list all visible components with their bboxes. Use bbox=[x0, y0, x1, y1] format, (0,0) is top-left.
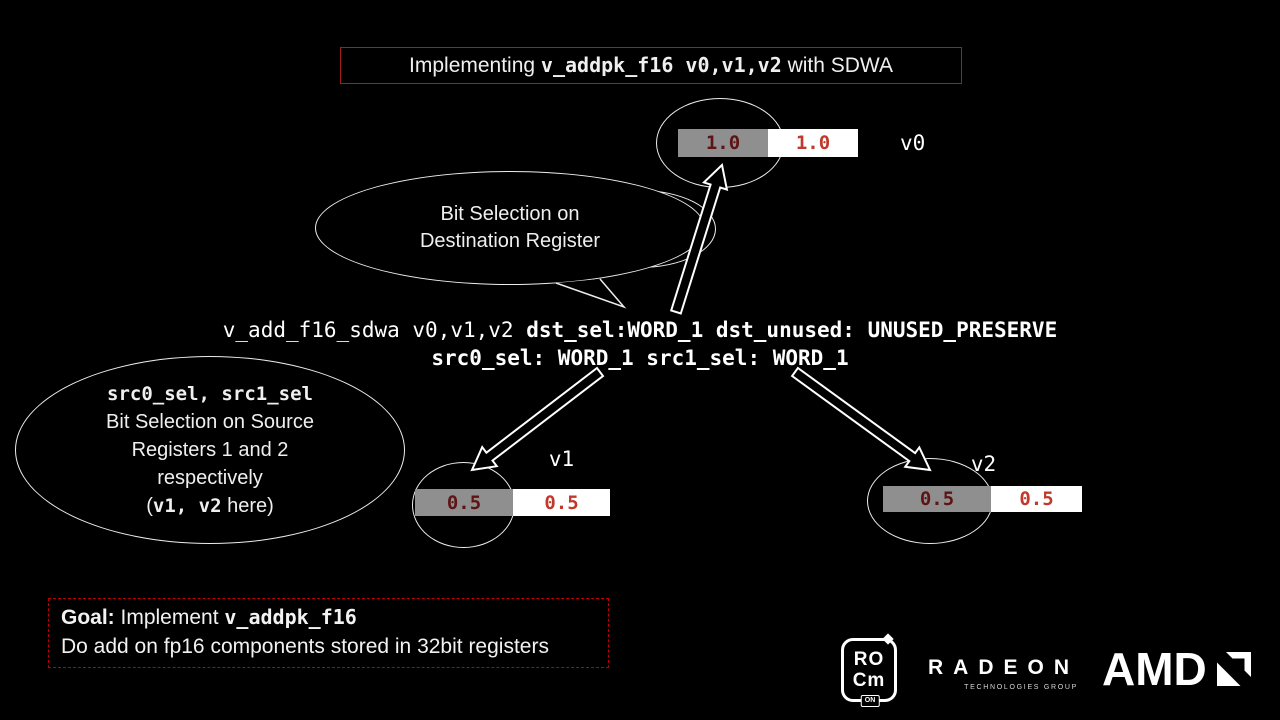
src-callout-line5-post: here) bbox=[221, 495, 274, 517]
src-callout-line3: Registers 1 and 2 bbox=[131, 439, 289, 461]
instruction-text: v_add_f16_sdwa v0,v1,v2 dst_sel:WORD_1 d… bbox=[0, 316, 1280, 372]
dst-callout-tail bbox=[555, 278, 627, 309]
rocm-logo-box: RO Cm bbox=[841, 638, 897, 702]
src-callout-line5-code: v1, v2 bbox=[152, 495, 222, 517]
goal-mid: Implement bbox=[114, 606, 225, 629]
title-pre: Implementing bbox=[409, 54, 541, 77]
goal-line2: Do add on fp16 components stored in 32bi… bbox=[61, 635, 549, 658]
goal-box: Goal: Implement v_addpk_f16 Do add on fp… bbox=[48, 598, 609, 668]
src-callout-line2: Bit Selection on Source bbox=[106, 411, 314, 433]
v0-word0-value: 1.0 bbox=[795, 132, 831, 154]
title-code: v_addpk_f16 v0,v1,v2 bbox=[540, 53, 782, 77]
v2-word0-value: 0.5 bbox=[1019, 488, 1054, 510]
v1-label: v1 bbox=[548, 447, 575, 471]
v2-word0-cell: 0.5 bbox=[991, 486, 1082, 512]
src-callout-code-line: src0_sel, src1_sel bbox=[107, 383, 313, 405]
v0-label: v0 bbox=[900, 131, 926, 155]
v2-label: v2 bbox=[970, 452, 997, 476]
v0-word1-cell: 1.0 bbox=[678, 129, 768, 157]
src-callout-line4: respectively bbox=[157, 467, 263, 489]
v2-word1-value: 0.5 bbox=[919, 488, 955, 510]
goal-line1: Goal: Implement v_addpk_f16 bbox=[61, 603, 608, 632]
instruction-line1-plain: v_add_f16_sdwa v0,v1,v2 bbox=[222, 318, 527, 342]
instruction-line2: src0_sel: WORD_1 src1_sel: WORD_1 bbox=[431, 346, 849, 370]
v1-word0-value: 0.5 bbox=[544, 491, 579, 514]
v1-word1-value: 0.5 bbox=[446, 491, 482, 514]
v1-word0-cell: 0.5 bbox=[513, 489, 610, 516]
amd-arrow-mark bbox=[1216, 652, 1251, 686]
rocm-text-top: RO bbox=[853, 649, 885, 670]
arrow-to-v2 bbox=[790, 366, 932, 472]
v1-word1-cell: 0.5 bbox=[415, 489, 513, 516]
rocm-tab: ON bbox=[860, 695, 880, 707]
dst-callout-line2: Destination Register bbox=[419, 230, 601, 252]
src-callout-line5: (v1, v2 here) bbox=[146, 492, 274, 520]
amd-wordmark: AMD bbox=[1102, 643, 1207, 695]
goal-label: Goal: bbox=[61, 606, 115, 629]
radeon-subtext: TECHNOLOGIES GROUP bbox=[964, 684, 1078, 691]
v2-word1-cell: 0.5 bbox=[883, 486, 991, 512]
src-callout-line5-pre: ( bbox=[146, 495, 153, 517]
radeon-wordmark: RADEON bbox=[928, 656, 1080, 679]
title-post: with SDWA bbox=[781, 54, 893, 77]
v0-word0-cell: 1.0 bbox=[768, 129, 858, 157]
goal-code: v_addpk_f16 bbox=[224, 605, 357, 629]
rocm-logo: RO Cm ON bbox=[841, 633, 899, 712]
src-callout-ellipse: src0_sel, src1_sel Bit Selection on Sour… bbox=[15, 356, 405, 544]
dst-callout-bubble: Bit Selection on Destination Register bbox=[315, 171, 705, 285]
title-box: Implementing v_addpk_f16 v0,v1,v2 with S… bbox=[340, 47, 962, 84]
title-text: Implementing v_addpk_f16 v0,v1,v2 with S… bbox=[409, 53, 893, 78]
amd-logo: AMD bbox=[1102, 646, 1251, 692]
v0-word1-value: 1.0 bbox=[705, 132, 741, 154]
rocm-text-bottom: Cm bbox=[852, 670, 886, 691]
instruction-line1: v_add_f16_sdwa v0,v1,v2 dst_sel:WORD_1 d… bbox=[0, 316, 1280, 344]
dst-callout-line1: Bit Selection on bbox=[440, 203, 580, 225]
instruction-line1-bold: dst_sel:WORD_1 dst_unused: UNUSED_PRESER… bbox=[526, 318, 1058, 342]
radeon-logo: RADEON TECHNOLOGIES GROUP bbox=[928, 656, 1082, 691]
